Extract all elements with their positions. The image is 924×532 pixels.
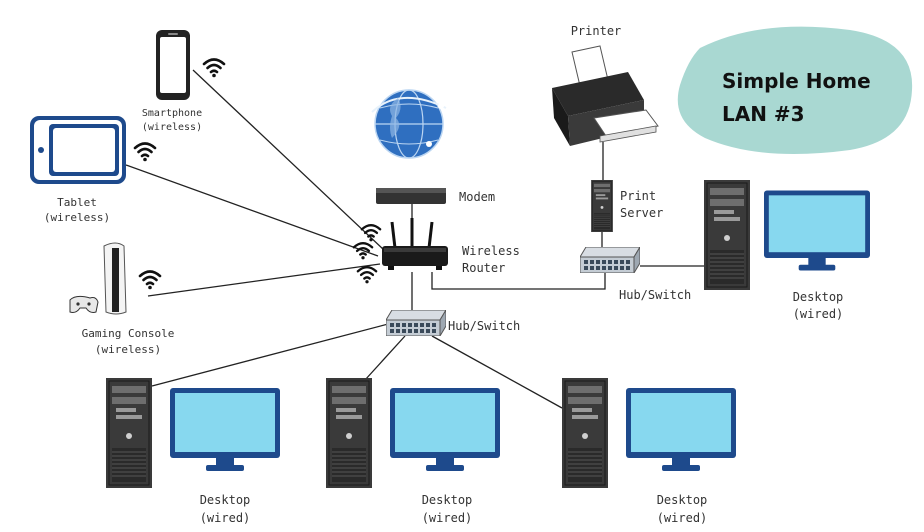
- switch-icon: [580, 247, 640, 273]
- tablet-device: Tablet (wireless): [30, 116, 157, 224]
- desktop-2-label: Desktop: [422, 493, 473, 507]
- tower-icon: [704, 180, 750, 290]
- wifi-icon: [360, 223, 382, 242]
- monitor-icon: [390, 388, 500, 471]
- tower-icon: [106, 378, 152, 488]
- modem-label: Modem: [459, 190, 495, 204]
- print-server-label: Print: [620, 189, 656, 203]
- game-console-icon: [69, 242, 127, 315]
- wifi-icon: [133, 142, 157, 162]
- link-console-router: [147, 263, 381, 297]
- console-device: Gaming Console (wireless): [69, 242, 175, 356]
- desktop-3-type: (wired): [657, 511, 708, 525]
- print-server-label-2: Server: [620, 206, 663, 220]
- printer-label: Printer: [571, 24, 622, 38]
- desktop-2-device: Desktop (wired): [326, 378, 500, 525]
- switch-right-device: Hub/Switch: [580, 247, 691, 302]
- title-line-1: Simple Home: [722, 69, 871, 93]
- modem-device: Modem: [376, 188, 495, 204]
- tablet-label: Tablet: [57, 196, 97, 209]
- smartphone-label: Smartphone: [142, 108, 202, 119]
- switch-main-device: Hub/Switch: [386, 310, 520, 336]
- switch-icon: [386, 310, 446, 336]
- desktop-1-label: Desktop: [200, 493, 251, 507]
- desktop-3-label: Desktop: [657, 493, 708, 507]
- link-router-switch-right: [431, 272, 606, 290]
- wifi-icon: [138, 270, 162, 290]
- desktop-2-type: (wired): [422, 511, 473, 525]
- switch-main-label: Hub/Switch: [448, 319, 520, 333]
- desktop-1-type: (wired): [200, 511, 251, 525]
- monitor-icon: [764, 190, 870, 271]
- desktop-1-device: Desktop (wired): [106, 378, 280, 525]
- smartphone-device: Smartphone (wireless): [142, 30, 226, 133]
- tower-icon: [326, 378, 372, 488]
- link-switch-desktop-3: [431, 335, 563, 409]
- link-smartphone-router: [192, 69, 385, 251]
- smartphone-type: (wireless): [142, 122, 202, 133]
- link-tablet-router: [125, 164, 379, 257]
- console-type: (wireless): [95, 343, 161, 356]
- print-server-device: Print Server: [591, 180, 663, 232]
- switch-right-label: Hub/Switch: [619, 288, 691, 302]
- desktop-3-device: Desktop (wired): [562, 378, 736, 525]
- link-switch-desktop-2: [364, 335, 406, 381]
- desktop-right-type: (wired): [793, 307, 844, 321]
- title-line-2: LAN #3: [722, 102, 805, 126]
- desktop-right-device: Desktop (wired): [704, 180, 870, 321]
- tower-icon: [562, 378, 608, 488]
- router-label: Wireless: [462, 244, 520, 258]
- printer-device: Printer: [552, 24, 659, 146]
- wifi-icon: [202, 58, 226, 78]
- router-device: Wireless Router: [352, 218, 520, 284]
- router-label-2: Router: [462, 261, 505, 275]
- globe-icon: [371, 89, 447, 159]
- connection-lines: [125, 69, 704, 409]
- wifi-icon: [356, 265, 378, 284]
- print-server-icon: [591, 180, 613, 232]
- printer-icon: [552, 45, 659, 146]
- router-icon: [382, 218, 448, 270]
- monitor-icon: [170, 388, 280, 471]
- monitor-icon: [626, 388, 736, 471]
- link-switch-desktop-1: [151, 322, 393, 387]
- desktop-right-label: Desktop: [793, 290, 844, 304]
- console-label: Gaming Console: [82, 327, 175, 340]
- tablet-type: (wireless): [44, 211, 110, 224]
- title-blob: Simple Home LAN #3: [677, 26, 913, 155]
